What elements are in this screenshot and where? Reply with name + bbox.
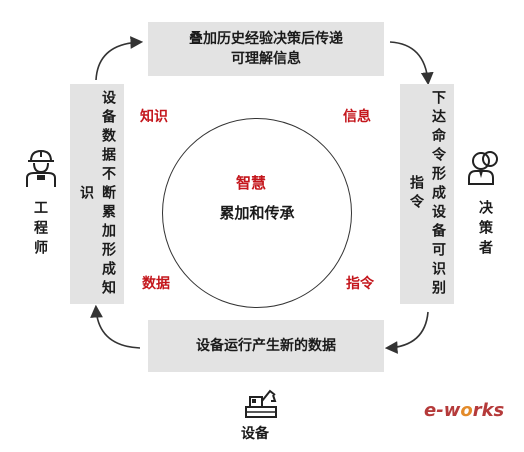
logo-rest: rks <box>472 400 505 421</box>
bottom-box: 设备运行产生新的数据 <box>148 320 384 372</box>
label-wisdom: 智慧 <box>236 174 267 192</box>
decision-maker-icon <box>468 151 498 185</box>
device-label: 设备 <box>241 426 269 442</box>
engineer-icon <box>26 149 56 187</box>
top-box-line1: 叠加历史经验决策后传递 <box>189 31 343 47</box>
label-knowledge: 知识 <box>140 109 168 125</box>
arrow-bottom-left <box>90 304 141 349</box>
center-text: 累加和传承 <box>219 204 295 222</box>
arrow-top-left <box>95 36 144 81</box>
arrow-top-right <box>389 41 434 86</box>
logo-prefix: e <box>424 400 437 421</box>
top-box: 叠加历史经验决策后传递 可理解信息 <box>148 22 384 76</box>
decision-maker-label: 决策者 <box>477 200 493 260</box>
bottom-box-text: 设备运行产生新的数据 <box>196 338 336 354</box>
label-data: 数据 <box>142 276 170 292</box>
eworks-logo: e-works <box>424 400 504 421</box>
device-icon <box>245 389 277 418</box>
engineer-label: 工程师 <box>32 200 48 260</box>
right-box-text: 下达命令形成设备可识别指令 <box>408 89 446 299</box>
right-box: 下达命令形成设备可识别指令 <box>400 84 454 304</box>
logo-mid: -w <box>436 400 461 421</box>
center-circle <box>162 118 352 308</box>
arrow-bottom-right <box>384 311 429 354</box>
label-info: 信息 <box>343 109 371 125</box>
logo-o: o <box>460 400 473 421</box>
left-box-text: 设备数据不断累加形成知识 <box>78 89 116 299</box>
left-box: 设备数据不断累加形成知识 <box>70 84 124 304</box>
top-box-line2: 可理解信息 <box>231 51 301 67</box>
label-command: 指令 <box>346 276 374 292</box>
